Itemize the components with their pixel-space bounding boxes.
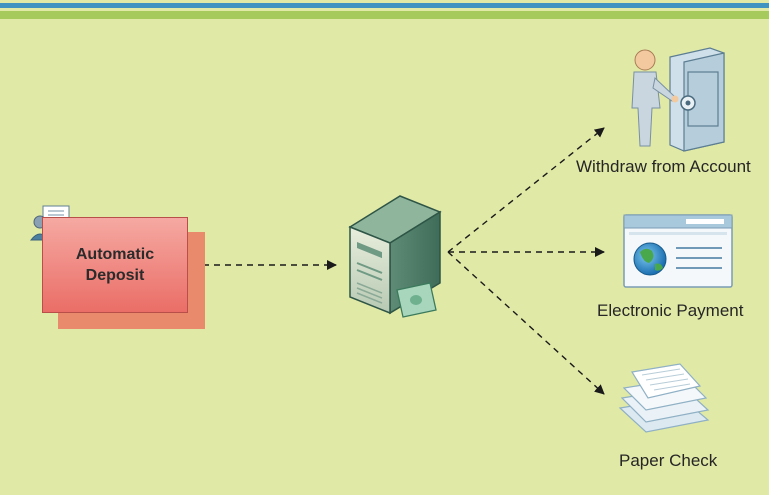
arrow-server-to-withdraw (447, 127, 605, 253)
automatic-deposit-box: Automatic Deposit (42, 217, 188, 313)
browser-window-globe-icon (623, 214, 733, 288)
electronic-payment-label: Electronic Payment (597, 301, 744, 320)
person-at-safe-icon (631, 47, 725, 152)
deposit-line-2: Deposit (85, 267, 145, 284)
withdraw-label: Withdraw from Account (576, 157, 751, 176)
server-with-money-icon (348, 195, 442, 318)
paper-stack-icon (618, 363, 710, 433)
paper-check-label: Paper Check (619, 451, 718, 470)
top-bar-blue (0, 3, 769, 8)
deposit-line-1: Automatic (75, 246, 155, 263)
bottom-border (0, 495, 769, 499)
top-bar-green (0, 11, 769, 19)
arrow-server-to-check (447, 251, 605, 395)
